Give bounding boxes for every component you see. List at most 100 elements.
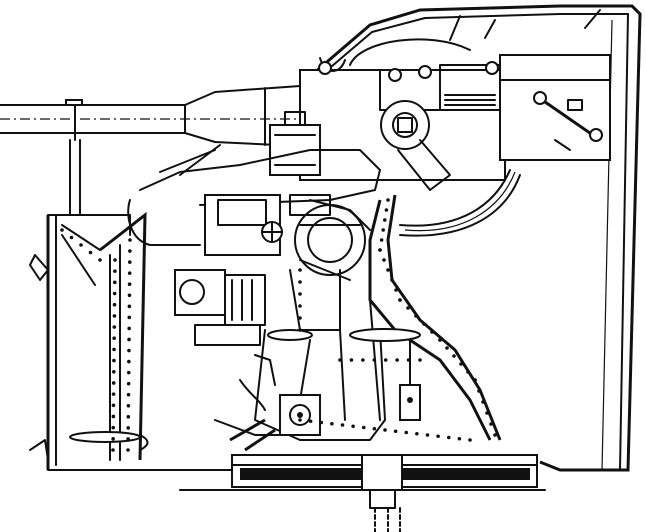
rivet (361, 358, 365, 362)
rivet (111, 437, 115, 441)
rivet (127, 282, 132, 287)
firing-pedal (214, 354, 321, 452)
rivet (111, 392, 116, 396)
rivet (446, 435, 451, 440)
rivet (88, 250, 93, 255)
rivet (127, 326, 131, 331)
rivet (436, 434, 440, 439)
rivet (298, 292, 302, 296)
rivet (126, 426, 131, 430)
rivet (112, 369, 116, 374)
rivet (395, 358, 399, 362)
rivet (406, 306, 410, 310)
elevation-arc (399, 169, 521, 237)
elevation-handwheel (267, 328, 421, 421)
rivet (298, 268, 302, 272)
rivet (445, 346, 449, 350)
rivet (308, 419, 313, 424)
rivet (128, 238, 132, 242)
rivet (112, 302, 117, 307)
rivet (126, 381, 131, 386)
rivet (298, 316, 302, 320)
rivet (111, 403, 116, 408)
rivet (79, 243, 83, 247)
rivet (493, 433, 497, 437)
rivet (98, 258, 102, 262)
rivet (127, 260, 132, 264)
rivet (126, 448, 130, 452)
rivet (111, 448, 115, 452)
rivet (468, 438, 472, 442)
rivet (112, 280, 117, 285)
rivet (128, 249, 132, 253)
rivet (111, 425, 116, 430)
rivet (422, 322, 426, 326)
rivet (298, 418, 302, 422)
rivet (378, 248, 382, 252)
rivet (126, 415, 131, 419)
rivet (127, 348, 131, 353)
rivet (319, 420, 324, 425)
rivet (126, 437, 130, 441)
rivet (383, 428, 387, 432)
rivet (425, 433, 430, 437)
rivet (383, 218, 387, 222)
rivet (394, 288, 398, 292)
gun-cradle (127, 144, 381, 246)
rivet (386, 268, 390, 272)
rivet (69, 235, 74, 240)
rivet (340, 423, 345, 427)
rivet (459, 362, 463, 366)
rivet (473, 378, 477, 382)
rivet (390, 278, 394, 282)
rivet (398, 298, 402, 302)
rivet (361, 425, 366, 430)
rivet (485, 411, 489, 415)
rivet (384, 208, 389, 212)
rivet (383, 358, 388, 362)
rivet (298, 280, 302, 284)
rivet (406, 358, 411, 362)
rivet (127, 315, 132, 320)
rivet (382, 258, 386, 262)
rivet (489, 422, 493, 426)
sight-assembly (174, 194, 283, 346)
rivet (113, 258, 117, 262)
rivet (404, 430, 409, 435)
rivet (60, 228, 64, 232)
rivet (438, 338, 442, 342)
rivet (338, 358, 342, 362)
traverse-handwheel (289, 194, 371, 276)
rivet (112, 314, 117, 318)
rivet (111, 414, 116, 419)
rivet (466, 370, 470, 374)
rivet (298, 328, 302, 332)
rivet (415, 431, 419, 436)
rivet (452, 354, 456, 358)
rivet (127, 271, 132, 275)
rivet (127, 359, 131, 364)
rivet (457, 436, 462, 441)
rivet-pattern (60, 198, 497, 452)
rivet (126, 392, 131, 397)
rivet (112, 358, 116, 363)
rivet (112, 325, 117, 329)
rivet (113, 269, 117, 273)
loader-platform (29, 211, 236, 471)
rivet (481, 400, 485, 404)
rivet (414, 314, 418, 318)
rivet (379, 238, 384, 242)
rivet (127, 293, 132, 298)
rivet (386, 198, 390, 202)
rivet (393, 429, 398, 434)
rivet (351, 424, 355, 429)
breech-mechanism (299, 38, 611, 181)
rivet (112, 347, 116, 352)
rivet (126, 403, 131, 408)
rivet (127, 337, 131, 342)
rivet (372, 358, 377, 362)
base-ring (179, 454, 546, 532)
rivet (112, 291, 117, 296)
